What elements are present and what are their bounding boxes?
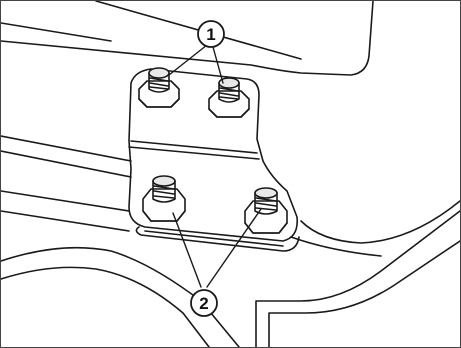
callout-1-label: 1: [206, 25, 215, 44]
bolt-upper-left: [138, 67, 180, 108]
callout-2-label: 2: [199, 294, 208, 313]
upper-body-panel: [1, 1, 374, 76]
callout-1: 1: [197, 20, 225, 48]
lower-body-panel: [1, 200, 460, 347]
callout-1-leaders: [168, 44, 224, 84]
callout-2-leaders: [172, 208, 262, 288]
callout-2: 2: [190, 289, 218, 317]
frame-rails: [1, 135, 132, 232]
bolt-upper-right: [208, 77, 250, 118]
mounting-bracket: [128, 68, 300, 252]
bolt-lower-right: [244, 187, 288, 234]
bolt-lower-left: [142, 175, 186, 222]
